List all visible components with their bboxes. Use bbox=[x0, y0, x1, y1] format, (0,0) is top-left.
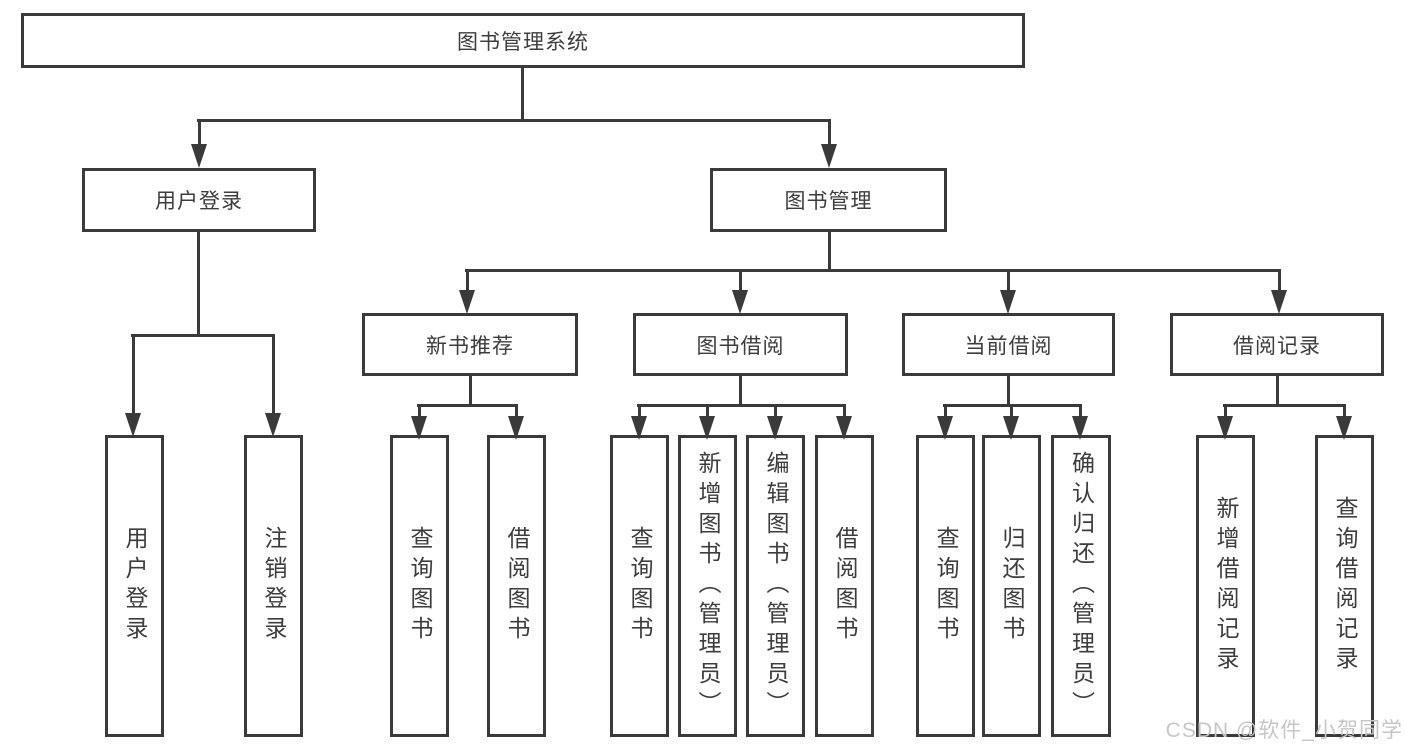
arrow-down-icon bbox=[1072, 416, 1088, 440]
connector-hline bbox=[197, 119, 831, 122]
arrow-down-icon bbox=[1271, 290, 1287, 314]
leaf-user-login-label: 用户登录 bbox=[122, 526, 148, 646]
arrow-down-icon bbox=[411, 416, 427, 440]
node-library-system-label: 图书管理系统 bbox=[457, 30, 589, 54]
arrow-down-icon bbox=[699, 416, 715, 440]
arrow-down-icon bbox=[1217, 416, 1233, 440]
arrow-down-icon bbox=[767, 416, 783, 440]
arrow-down-icon bbox=[821, 144, 837, 168]
arrow-down-icon bbox=[937, 416, 953, 440]
leaf-current-confirm-return-admin: 确认归还（管理员） bbox=[1051, 435, 1111, 737]
connector-vline bbox=[521, 68, 524, 121]
node-current-borrow: 当前借阅 bbox=[902, 313, 1115, 376]
connector-arrow-stem bbox=[1224, 406, 1227, 420]
connector-hline bbox=[943, 404, 1082, 407]
arrow-down-icon bbox=[459, 290, 475, 314]
connector-arrow-stem bbox=[515, 406, 518, 420]
leaf-borrow-add-books-admin: 新增图书（管理员） bbox=[678, 435, 737, 737]
connector-vline bbox=[828, 232, 831, 272]
node-book-management: 图书管理 bbox=[710, 168, 947, 232]
connector-arrow-stem bbox=[418, 406, 421, 420]
arrow-down-icon bbox=[125, 413, 141, 437]
connector-arrow-stem bbox=[944, 406, 947, 420]
connector-arrow-stem bbox=[828, 121, 831, 148]
connector-arrow-stem bbox=[272, 336, 275, 417]
leaf-logout-label: 注销登录 bbox=[261, 526, 287, 646]
arrow-down-icon bbox=[836, 416, 852, 440]
leaf-logout: 注销登录 bbox=[244, 435, 303, 737]
leaf-borrow-add-books-admin-label: 新增图书（管理员） bbox=[695, 451, 721, 721]
connector-hline bbox=[1223, 404, 1346, 407]
node-new-book-recommend: 新书推荐 bbox=[362, 313, 578, 376]
leaf-recommend-query-books: 查询图书 bbox=[390, 435, 449, 737]
connector-arrow-stem bbox=[132, 336, 135, 417]
arrow-down-icon bbox=[1336, 416, 1352, 440]
leaf-records-add-record: 新增借阅记录 bbox=[1196, 435, 1255, 737]
leaf-records-add-record-label: 新增借阅记录 bbox=[1213, 496, 1239, 676]
connector-arrow-stem bbox=[1278, 271, 1281, 294]
connector-vline bbox=[197, 232, 200, 336]
connector-arrow-stem bbox=[1010, 406, 1013, 420]
arrow-down-icon bbox=[508, 416, 524, 440]
leaf-current-return-books-label: 归还图书 bbox=[999, 526, 1025, 646]
connector-arrow-stem bbox=[1343, 406, 1346, 420]
arrow-down-icon bbox=[732, 290, 748, 314]
connector-arrow-stem bbox=[198, 121, 201, 148]
node-book-management-label: 图书管理 bbox=[784, 190, 873, 213]
leaf-records-query-record: 查询借阅记录 bbox=[1315, 435, 1374, 737]
node-borrow-records-label: 借阅记录 bbox=[1233, 334, 1321, 358]
leaf-borrow-query-books: 查询图书 bbox=[610, 435, 669, 737]
connector-hline bbox=[637, 404, 846, 407]
node-library-system: 图书管理系统 bbox=[21, 13, 1025, 68]
connector-hline bbox=[465, 269, 1281, 272]
arrow-down-icon bbox=[631, 416, 647, 440]
connector-vline bbox=[469, 376, 472, 406]
leaf-current-confirm-return-admin-label: 确认归还（管理员） bbox=[1068, 451, 1095, 721]
node-user-login: 用户登录 bbox=[82, 168, 316, 232]
leaf-recommend-borrow-books: 借阅图书 bbox=[487, 435, 546, 737]
leaf-user-login: 用户登录 bbox=[105, 435, 164, 737]
arrow-down-icon bbox=[265, 413, 281, 437]
leaf-borrow-edit-books-admin: 编辑图书（管理员） bbox=[746, 435, 805, 737]
connector-arrow-stem bbox=[638, 406, 641, 420]
connector-hline bbox=[131, 334, 275, 337]
leaf-recommend-borrow-books-label: 借阅图书 bbox=[504, 526, 530, 646]
leaf-borrow-borrow-books-label: 借阅图书 bbox=[832, 526, 858, 646]
connector-arrow-stem bbox=[466, 271, 469, 294]
connector-arrow-stem bbox=[706, 406, 709, 420]
arrow-down-icon bbox=[1003, 416, 1019, 440]
leaf-recommend-query-books-label: 查询图书 bbox=[407, 526, 433, 646]
node-current-borrow-label: 当前借阅 bbox=[964, 334, 1053, 358]
leaf-current-query-books: 查询图书 bbox=[916, 435, 975, 737]
node-book-borrow-label: 图书借阅 bbox=[696, 334, 785, 358]
leaf-borrow-borrow-books: 借阅图书 bbox=[815, 435, 874, 737]
connector-arrow-stem bbox=[843, 406, 846, 420]
connector-arrow-stem bbox=[739, 271, 742, 294]
node-borrow-records: 借阅记录 bbox=[1170, 313, 1384, 376]
leaf-current-query-books-label: 查询图书 bbox=[933, 526, 959, 646]
connector-arrow-stem bbox=[1079, 406, 1082, 420]
node-user-login-label: 用户登录 bbox=[155, 190, 243, 213]
connector-vline bbox=[1007, 376, 1010, 406]
node-new-book-recommend-label: 新书推荐 bbox=[426, 334, 514, 358]
connector-arrow-stem bbox=[1007, 271, 1010, 294]
node-book-borrow: 图书借阅 bbox=[633, 313, 848, 376]
leaf-current-return-books: 归还图书 bbox=[982, 435, 1041, 737]
connector-hline bbox=[417, 404, 518, 407]
leaf-borrow-edit-books-admin-label: 编辑图书（管理员） bbox=[763, 451, 789, 721]
leaf-borrow-query-books-label: 查询图书 bbox=[627, 526, 653, 646]
connector-arrow-stem bbox=[774, 406, 777, 420]
leaf-records-query-record-label: 查询借阅记录 bbox=[1332, 496, 1358, 676]
connector-vline bbox=[739, 376, 742, 406]
arrow-down-icon bbox=[191, 144, 207, 168]
arrow-down-icon bbox=[1000, 290, 1016, 314]
connector-vline bbox=[1276, 376, 1279, 406]
